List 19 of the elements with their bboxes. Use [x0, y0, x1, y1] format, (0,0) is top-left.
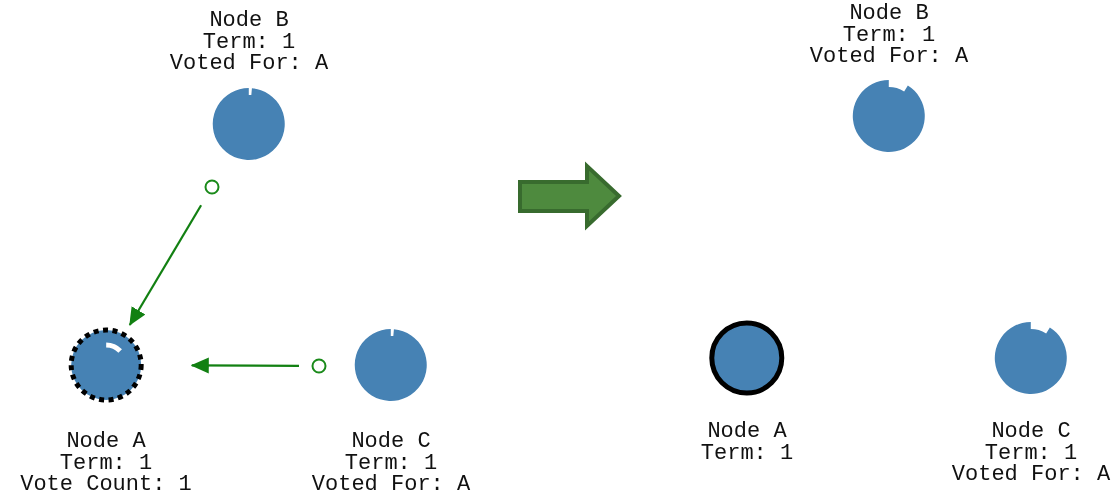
node-label: Term: 1	[344, 452, 438, 474]
arrow	[128, 204, 203, 326]
node-label: Node C	[350, 431, 432, 453]
arrow	[190, 357, 299, 374]
node-label: Voted For: A	[809, 46, 969, 68]
node-label: Node C	[990, 421, 1072, 443]
node-label: Term: 1	[59, 452, 153, 474]
node-label: Voted For: A	[169, 53, 329, 75]
node-label: Voted For: A	[311, 474, 471, 493]
node-label: Term: 1	[984, 442, 1078, 464]
node-label: Node B	[208, 10, 290, 32]
node-label: Term: 1	[700, 442, 794, 464]
node-label: Term: 1	[842, 24, 936, 46]
node-label: Node B	[848, 3, 930, 25]
node-label: Voted For: A	[951, 464, 1111, 486]
node-label: Vote Count: 1	[20, 474, 192, 493]
node-label: Node A	[65, 431, 147, 453]
node-label: Node A	[706, 421, 788, 443]
node-label: Term: 1	[202, 31, 296, 53]
